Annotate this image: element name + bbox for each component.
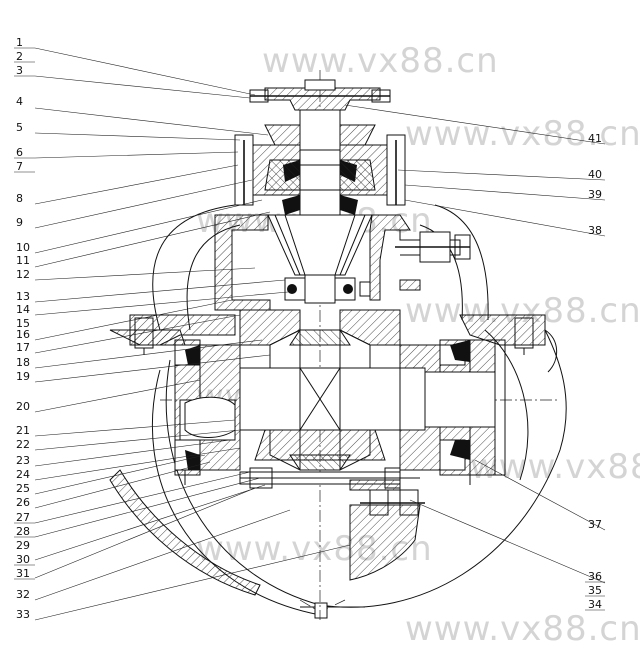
callout-23: 23: [16, 454, 30, 467]
watermark-text: www.vx88.cn: [470, 447, 640, 487]
callouts-left: 1 2 3 4 5 6 7 8 9 10 11 12 13 14 15 16 1…: [16, 36, 30, 621]
callout-5: 5: [16, 121, 23, 134]
callout-15: 15: [16, 317, 30, 330]
callout-6: 6: [16, 146, 23, 159]
callout-30: 30: [16, 553, 30, 566]
callout-29: 29: [16, 539, 30, 552]
callout-28: 28: [16, 525, 30, 538]
input-flange: [249, 79, 391, 111]
watermark-text: www.vx88.cn: [405, 609, 640, 649]
tapered-bearing-upper: [264, 159, 376, 215]
callout-1: 1: [16, 36, 23, 49]
leaders-right: [344, 104, 606, 584]
callouts-right: 41 40 39 38 37 36 35 34: [588, 132, 602, 611]
callout-40: 40: [588, 168, 602, 181]
ring-gear: [239, 429, 420, 489]
callout-25: 25: [16, 482, 30, 495]
callout-35: 35: [588, 584, 602, 597]
callout-22: 22: [16, 438, 30, 451]
callout-32: 32: [16, 588, 30, 601]
callout-underlines: [14, 47, 605, 611]
housing-outline: [109, 204, 567, 619]
drive-pinion: [267, 214, 373, 276]
callout-26: 26: [16, 496, 30, 509]
callout-20: 20: [16, 400, 30, 413]
callout-33: 33: [16, 608, 30, 621]
callout-24: 24: [16, 468, 30, 481]
callout-34: 34: [588, 598, 602, 611]
callout-12: 12: [16, 268, 30, 281]
input-shaft: [299, 109, 341, 221]
callout-18: 18: [16, 356, 30, 369]
half-shaft-right: [424, 339, 506, 476]
callout-27: 27: [16, 511, 30, 524]
callout-13: 13: [16, 290, 30, 303]
callout-17: 17: [16, 341, 30, 354]
lower-bolt: [349, 479, 425, 516]
callout-9: 9: [16, 216, 23, 229]
callout-11: 11: [16, 254, 30, 267]
differential-carrier-flange: [129, 314, 546, 355]
callout-37: 37: [588, 518, 602, 531]
callout-3: 3: [16, 64, 23, 77]
callout-31: 31: [16, 567, 30, 580]
callout-39: 39: [588, 188, 602, 201]
callout-2: 2: [16, 50, 23, 63]
callout-14: 14: [16, 303, 30, 316]
carrier-housing: [214, 214, 471, 311]
callout-38: 38: [588, 224, 602, 237]
callout-8: 8: [16, 192, 23, 205]
callout-41: 41: [588, 132, 602, 145]
watermark-text: www.vx88.cn: [262, 41, 499, 81]
watermark-text: www.vx88.cn: [405, 114, 640, 154]
callout-21: 21: [16, 424, 30, 437]
left-bearing: [179, 345, 471, 485]
pilot-bearing: [284, 274, 371, 304]
callout-4: 4: [16, 95, 23, 108]
callout-10: 10: [16, 241, 30, 254]
callout-36: 36: [588, 570, 602, 583]
callout-16: 16: [16, 328, 30, 341]
leaders-left: [34, 47, 351, 621]
callout-19: 19: [16, 370, 30, 383]
callout-7: 7: [16, 160, 23, 173]
